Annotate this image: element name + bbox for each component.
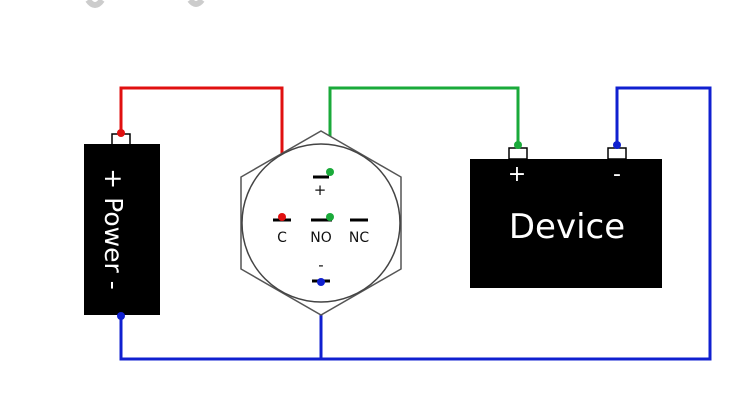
device-plus-cap	[508, 147, 528, 160]
dot-led-plus	[326, 168, 334, 176]
top-artifact	[85, 0, 205, 8]
device-label: Device	[509, 207, 625, 247]
terminal-no-label: NO	[310, 230, 332, 246]
device-plus-label: +	[508, 162, 526, 187]
dot-power-minus	[117, 312, 125, 320]
switch-circle	[241, 143, 401, 303]
terminal-nc-label: NC	[349, 230, 369, 246]
led-plus-label: +	[314, 181, 327, 199]
device-minus-label: -	[613, 162, 621, 187]
dot-power-plus	[117, 129, 125, 137]
dot-terminal-c	[278, 213, 286, 221]
led-minus-label: -	[318, 256, 323, 274]
power-body	[84, 144, 160, 315]
power-label: + Power -	[99, 168, 128, 289]
green-wire	[328, 86, 520, 172]
blue-wire	[119, 86, 712, 361]
red-wire	[119, 86, 284, 217]
device-minus-cap	[607, 147, 627, 160]
dot-device-plus	[514, 141, 522, 149]
push-button-switch: + C NO NC -	[240, 130, 402, 316]
power-supply: + Power -	[84, 133, 160, 315]
device: + - Device	[470, 147, 662, 288]
dot-terminal-no	[326, 213, 334, 221]
dot-device-minus	[613, 141, 621, 149]
dot-led-minus	[317, 278, 325, 286]
terminal-c-label: C	[277, 230, 287, 246]
device-body	[470, 159, 662, 288]
